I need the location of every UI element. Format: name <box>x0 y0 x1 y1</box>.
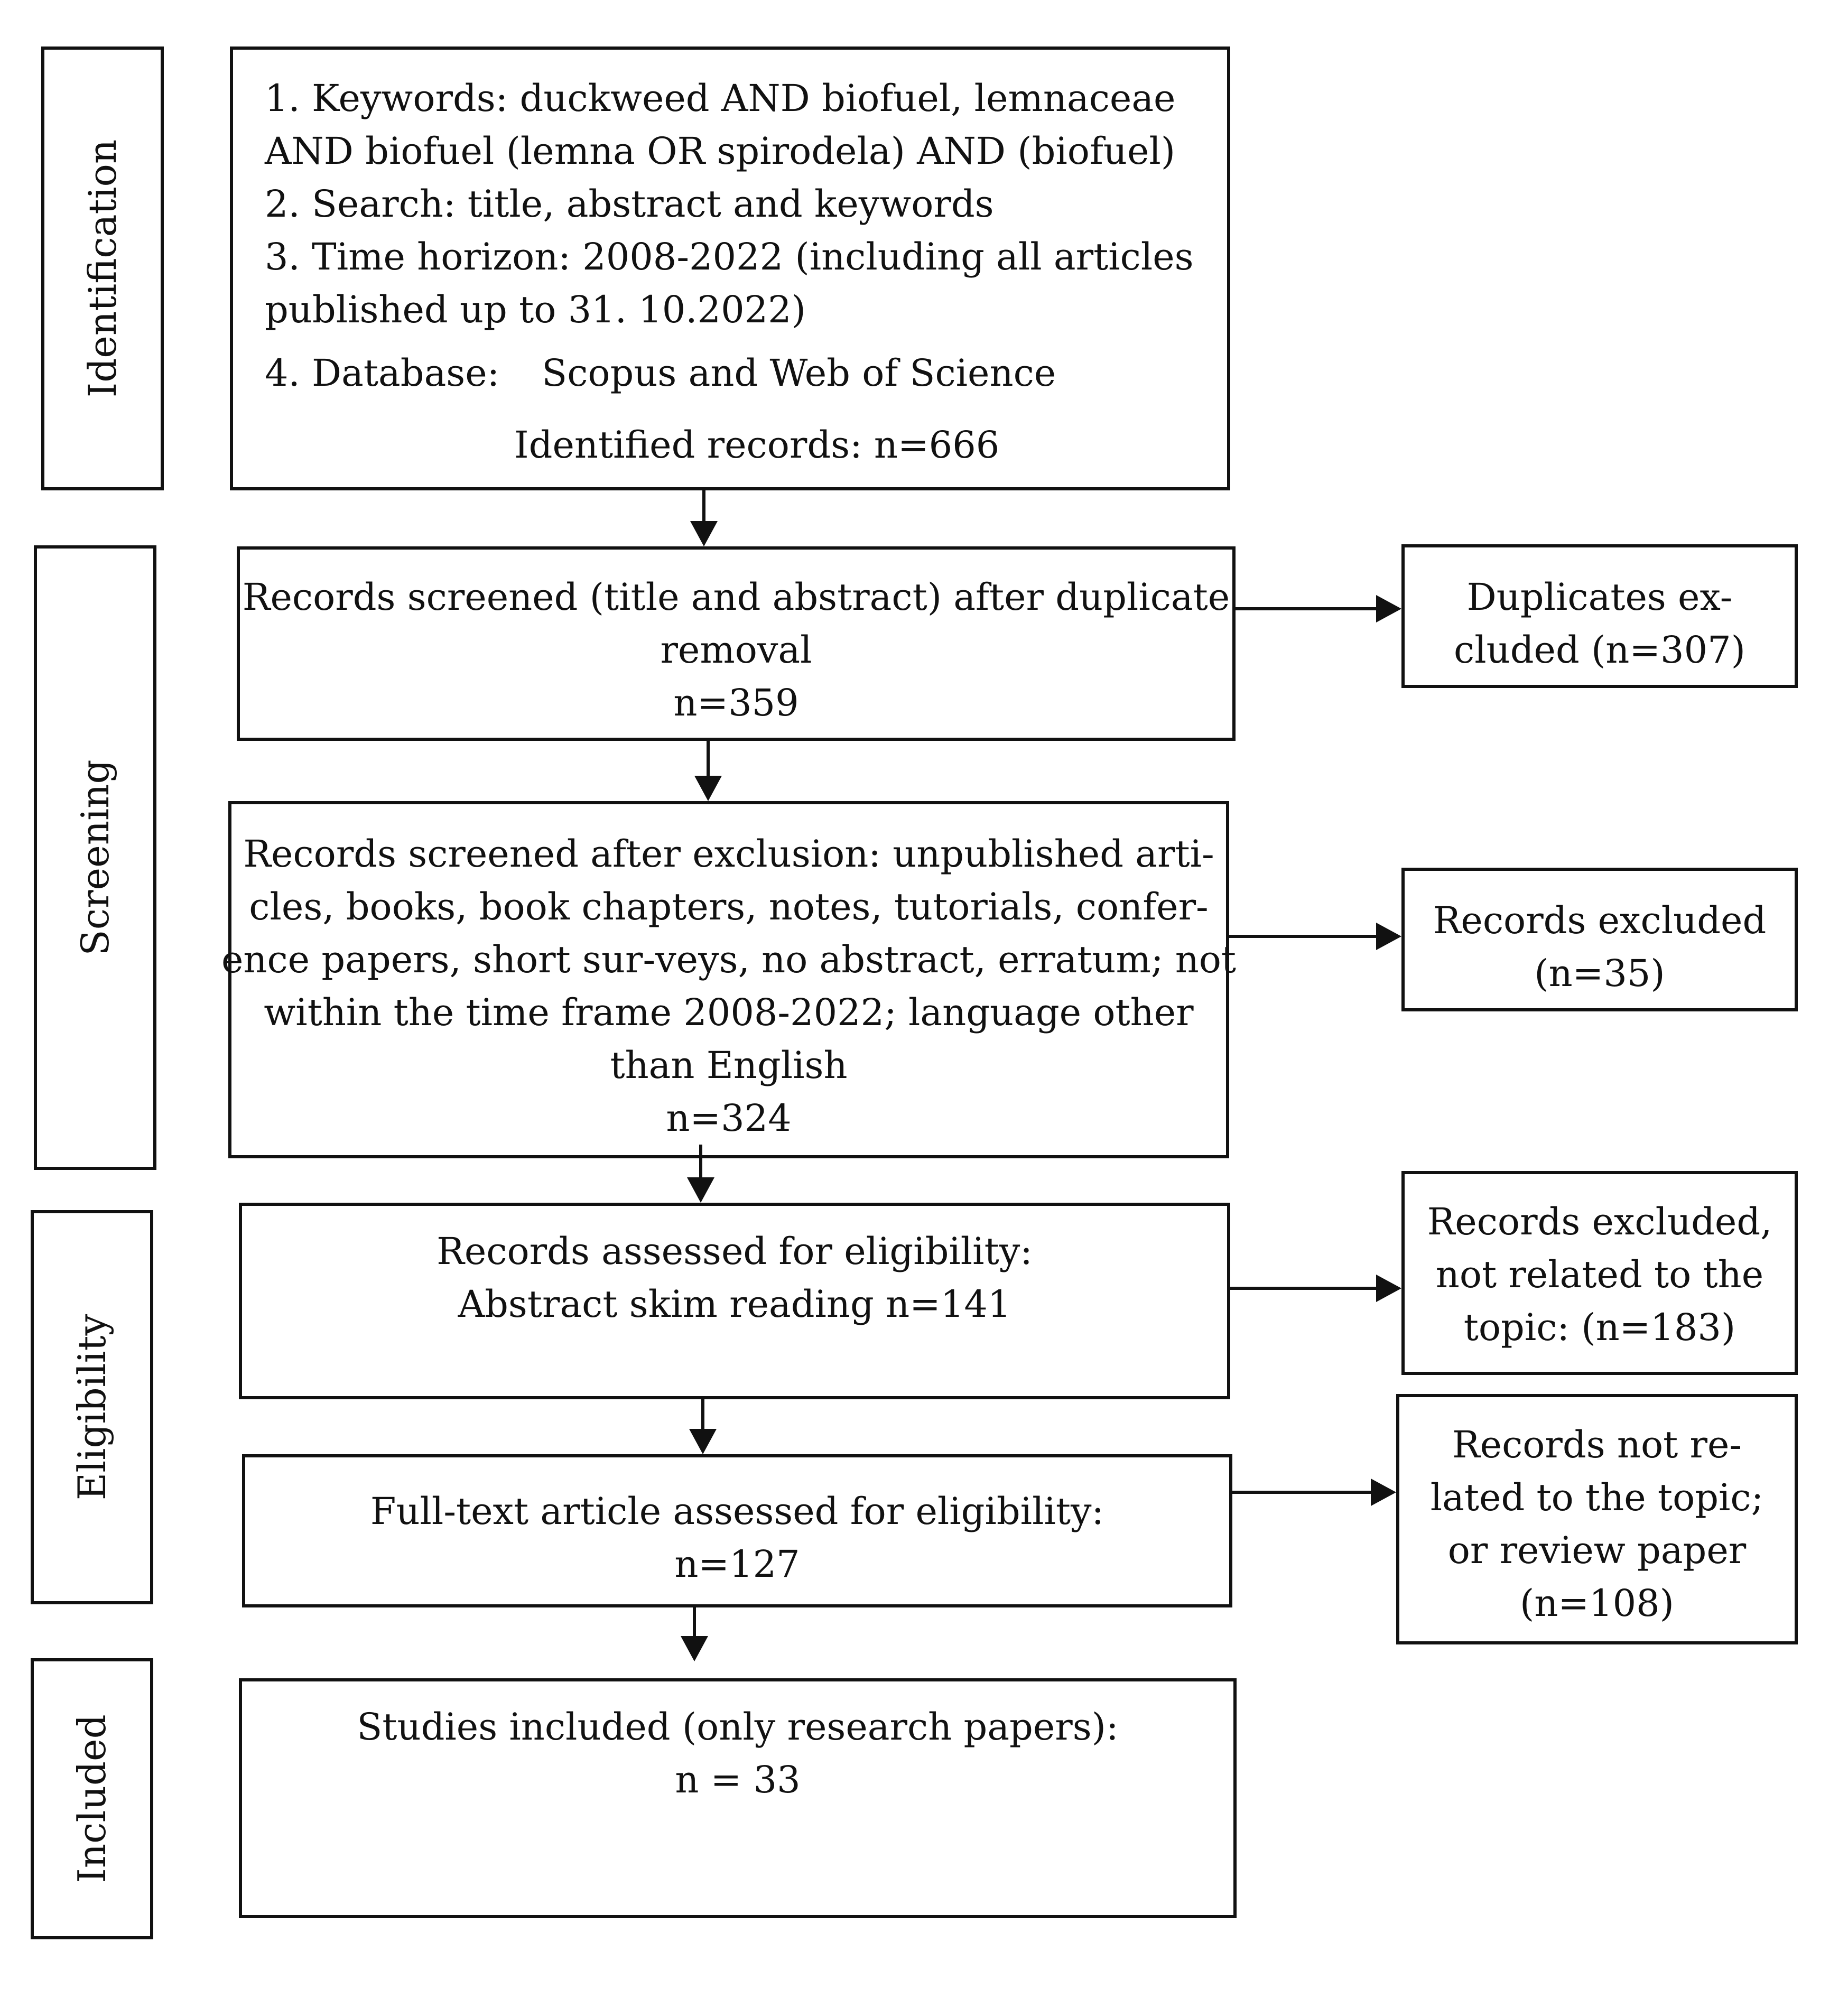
duplicates-line-1: Duplicates ex- <box>1466 575 1733 619</box>
arrowhead-7 <box>1376 923 1401 950</box>
stage-included: Included <box>31 1658 153 1939</box>
fulltext-box: Full-text article assessed for eligibili… <box>242 1454 1232 1607</box>
database-value: Scopus and Web of Science <box>542 351 1056 395</box>
screened-box: Records screened (title and abstract) af… <box>237 546 1236 741</box>
screened-line-1: Records screened (title and abstract) af… <box>242 575 1230 619</box>
records-not-related-box: Records not re- lated to the topic; or r… <box>1396 1394 1798 1644</box>
eligibility-line-2: Abstract skim reading n=141 <box>458 1282 1011 1326</box>
arrowhead-1 <box>690 521 718 546</box>
time-horizon-line-2: published up to 31. 10.2022) <box>265 288 806 331</box>
identified-records: Identified records: n=666 <box>514 423 1000 467</box>
duplicates-excluded-box: Duplicates ex- cluded (n=307) <box>1401 544 1798 688</box>
exclusion-line-3: ence papers, short sur-veys, no abstract… <box>221 938 1237 981</box>
stage-screening: Screening <box>34 545 156 1170</box>
notrelated-line-2: lated to the topic; <box>1430 1476 1764 1519</box>
screened-count: n=359 <box>673 681 799 724</box>
arrowhead-9 <box>1371 1479 1396 1506</box>
search-line: 2. Search: title, abstract and keywords <box>265 182 994 226</box>
included-line-1: Studies included (only research papers): <box>357 1705 1119 1749</box>
fulltext-count: n=127 <box>674 1542 800 1586</box>
arrowhead-8 <box>1376 1275 1401 1302</box>
exclusion-line-4: within the time frame 2008-2022; languag… <box>264 991 1194 1034</box>
excluded183-line-1: Records excluded, <box>1427 1200 1772 1243</box>
exclusion-line-2: cles, books, book chapters, notes, tutor… <box>249 885 1209 928</box>
included-box: Studies included (only research papers):… <box>239 1678 1237 1918</box>
eligibility-line-1: Records assessed for eligibility: <box>437 1230 1033 1273</box>
keywords-line-1: 1. Keywords: duckweed AND biofuel, lemna… <box>265 77 1176 120</box>
database-line: 4. Database: Scopus and Web of Science <box>265 347 1227 399</box>
arrowhead-4 <box>689 1429 717 1454</box>
exclusion-line-1: Records screened after exclusion: unpubl… <box>243 832 1214 876</box>
exclusion-line-5: than English <box>610 1044 848 1087</box>
fulltext-line-1: Full-text article assessed for eligibili… <box>370 1490 1104 1533</box>
excluded183-line-2: not related to the <box>1435 1253 1764 1296</box>
included-count: n = 33 <box>675 1758 801 1801</box>
excluded35-line-2: (n=35) <box>1534 952 1665 995</box>
exclusion-box: Records screened after exclusion: unpubl… <box>221 801 1236 1158</box>
arrowhead-3 <box>687 1177 714 1203</box>
eligibility-box: Records assessed for eligibility: Abstra… <box>239 1203 1230 1399</box>
stage-identification: Identification <box>41 47 164 490</box>
arrowhead-2 <box>694 776 722 801</box>
stage-eligibility: Eligibility <box>31 1210 153 1604</box>
screened-line-2: removal <box>660 628 812 672</box>
arrowhead-5 <box>681 1636 708 1661</box>
excluded35-line-1: Records excluded <box>1433 899 1767 942</box>
arrowhead-6 <box>1376 595 1401 622</box>
exclusion-count: n=324 <box>666 1096 792 1140</box>
excluded183-line-3: topic: (n=183) <box>1463 1306 1736 1349</box>
notrelated-line-3: or review paper <box>1447 1529 1747 1572</box>
records-excluded-183-box: Records excluded, not related to the top… <box>1401 1171 1798 1375</box>
duplicates-line-2: cluded (n=307) <box>1454 628 1745 672</box>
time-horizon-line-1: 3. Time horizon: 2008-2022 (including al… <box>265 235 1194 278</box>
notrelated-line-1: Records not re- <box>1452 1423 1742 1466</box>
records-excluded-35-box: Records excluded (n=35) <box>1401 868 1798 1011</box>
identification-box: 1. Keywords: duckweed AND biofuel, lemna… <box>230 47 1230 490</box>
keywords-line-2: AND biofuel (lemna OR spirodela) AND (bi… <box>265 129 1176 173</box>
notrelated-line-4: (n=108) <box>1520 1582 1674 1625</box>
database-label: 4. Database: <box>265 351 500 395</box>
